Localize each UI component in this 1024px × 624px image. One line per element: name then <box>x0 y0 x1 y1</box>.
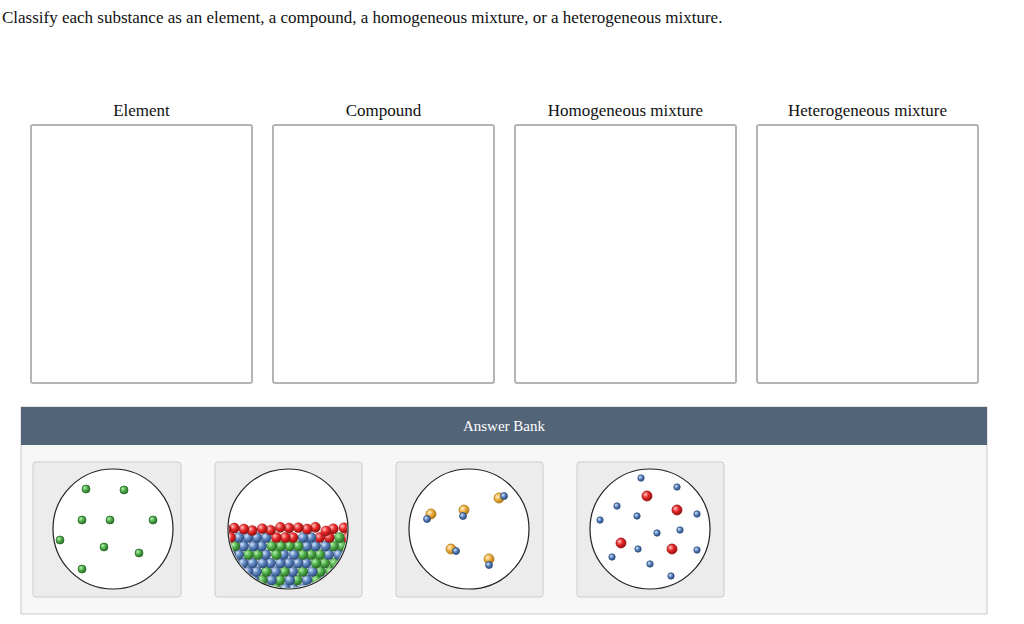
category-heading: Element <box>32 101 251 121</box>
category-heading: Compound <box>274 101 493 121</box>
question-text: Classify each substance as an element, a… <box>2 8 722 28</box>
panel-header: Answer Bank <box>21 407 987 445</box>
category-heading: Heterogeneous mixture <box>758 101 977 121</box>
drop-box: Heterogeneous mixture <box>756 124 979 384</box>
answer-tile <box>577 462 724 597</box>
drop-box: Element <box>30 124 253 384</box>
answer-tile <box>215 462 362 597</box>
category-heading: Homogeneous mixture <box>516 101 735 121</box>
answer-bank: Answer Bank <box>21 407 987 614</box>
answer-tile <box>396 462 543 597</box>
drop-box: Homogeneous mixture <box>514 124 737 384</box>
drop-box: Compound <box>272 124 495 384</box>
answer-bank-panel <box>21 407 987 614</box>
answer-tile <box>33 462 181 597</box>
